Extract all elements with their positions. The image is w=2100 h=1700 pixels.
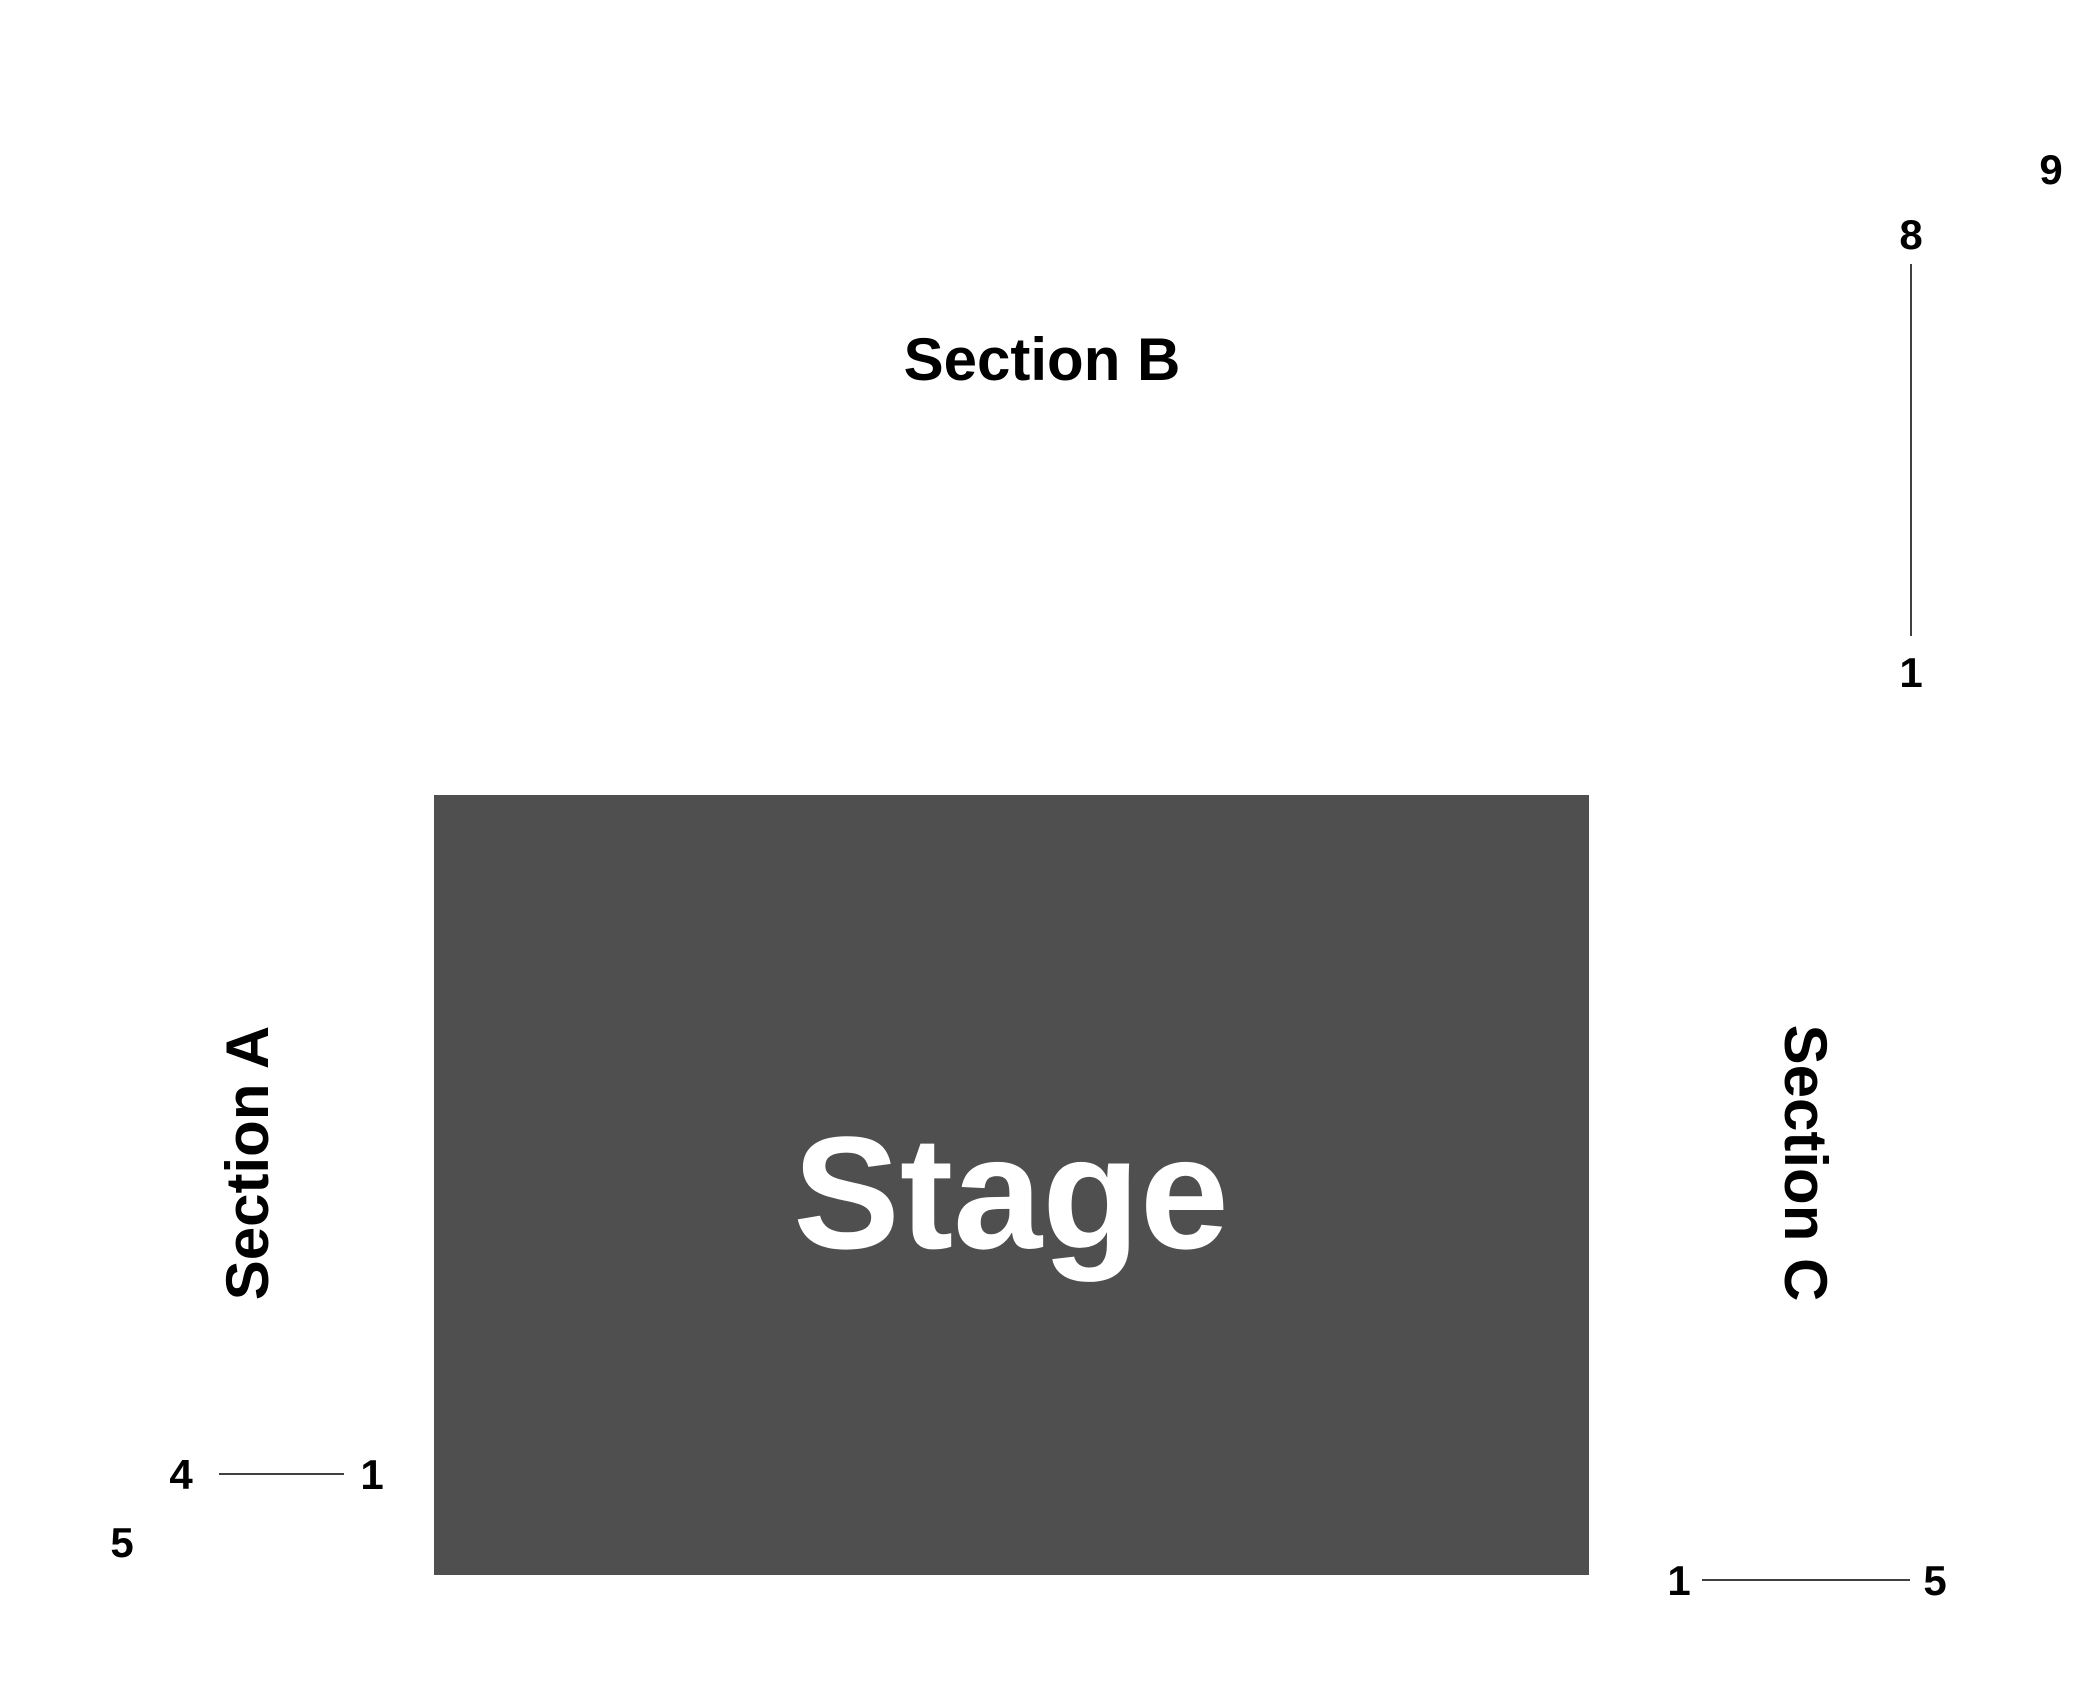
stage-block [434,795,1589,1575]
section-c-row-first: 1 [1667,1557,1690,1604]
section-c-label: Section C [1772,1025,1839,1302]
stage-label: Stage [793,1103,1229,1282]
section-b-label: Section B [904,326,1181,393]
section-a-label: Section A [214,1026,281,1300]
section-a-row-extra: 5 [110,1519,133,1566]
section-b-row-first: 1 [1899,649,1922,696]
section-a-row-first: 1 [360,1451,383,1498]
section-b-row-last: 8 [1899,211,1922,258]
section-b-row-extra: 9 [2039,146,2062,193]
section-a-row-last: 4 [169,1451,193,1498]
section-c-row-last: 5 [1923,1557,1946,1604]
